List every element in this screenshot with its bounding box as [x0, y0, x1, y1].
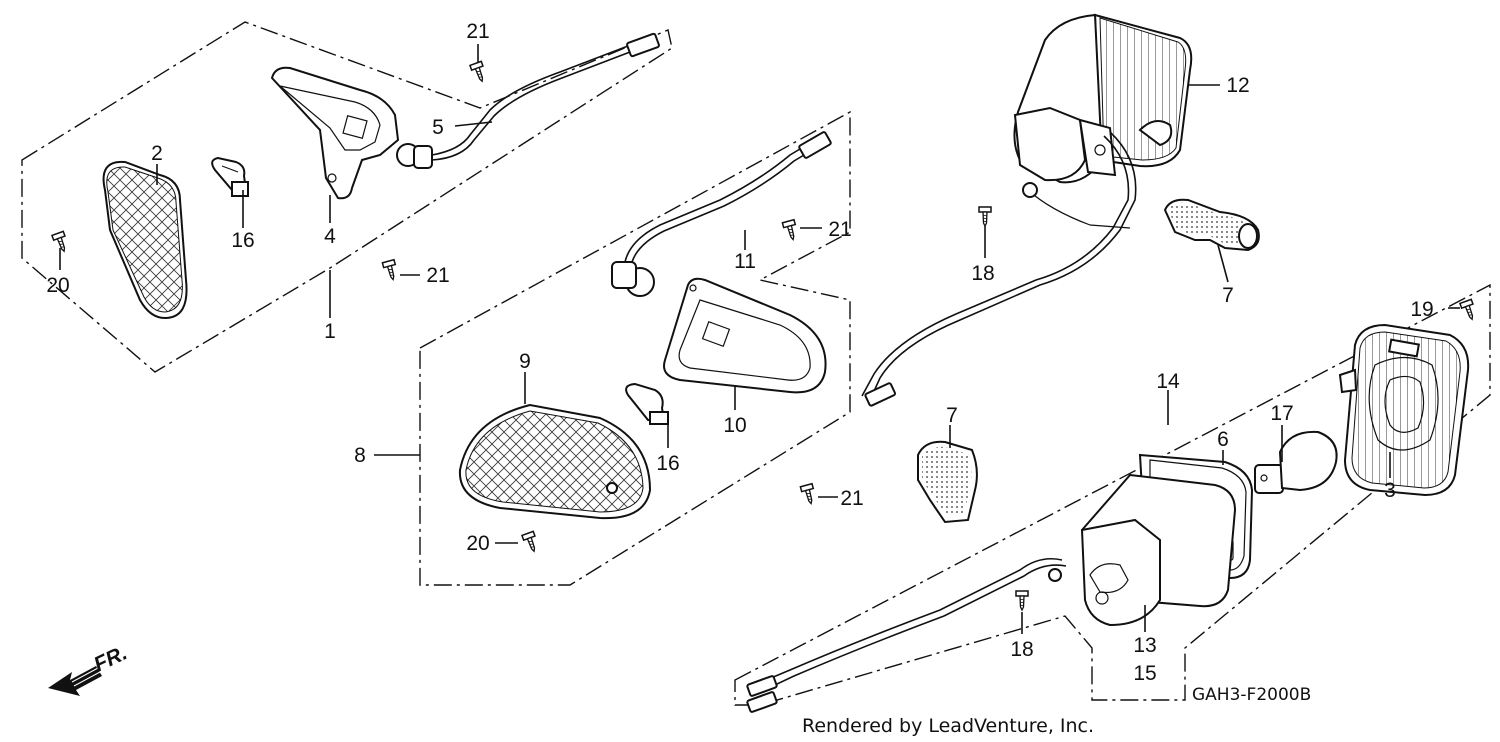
callout-8: 8 — [354, 444, 366, 467]
screw-part — [1015, 590, 1029, 611]
drawing-code: GAH3-F2000B — [1192, 685, 1311, 705]
callout-7: 7 — [946, 404, 958, 427]
callout-11: 11 — [734, 250, 756, 273]
tail-light-upper-group — [861, 13, 1193, 407]
screw-part — [51, 230, 71, 255]
front-direction-indicator: FR. — [48, 641, 131, 696]
callout-13: 13 — [1133, 634, 1156, 657]
lens-part — [1338, 323, 1470, 497]
housing-part — [663, 277, 827, 394]
bulb-part — [1254, 430, 1338, 494]
callout-12: 12 — [1226, 74, 1249, 97]
callout-9: 9 — [519, 350, 531, 373]
lens-part — [102, 160, 188, 320]
callout-5: 5 — [432, 116, 444, 139]
callout-2: 2 — [151, 142, 163, 165]
callout-18: 18 — [1010, 638, 1033, 661]
callout-21: 21 — [466, 20, 489, 43]
housing-part — [270, 66, 400, 200]
callout-16: 16 — [656, 452, 679, 475]
wire-harness-part — [611, 131, 832, 297]
rubber-grommet-part — [1163, 198, 1260, 252]
callout-3: 3 — [1384, 479, 1396, 502]
bulb-part — [625, 382, 669, 425]
wire-harness-part — [396, 32, 660, 169]
bulb-part — [211, 156, 249, 197]
screw-part — [799, 482, 818, 506]
render-credit: Rendered by LeadVenture, Inc. — [802, 715, 1094, 737]
screw-part — [469, 60, 489, 85]
callout-21: 21 — [426, 264, 449, 287]
front-right-turn-signal-group — [419, 110, 851, 586]
screw-part — [1459, 298, 1479, 323]
callout-1: 1 — [324, 320, 336, 343]
callout-21: 21 — [828, 218, 851, 241]
screw-part — [521, 530, 541, 555]
callout-16: 16 — [231, 229, 254, 252]
callout-17: 17 — [1270, 402, 1293, 425]
callout-6: 6 — [1217, 428, 1229, 451]
callout-15: 15 — [1133, 662, 1156, 685]
callout-labels: 2 16 4 5 21 20 21 1 9 8 16 10 11 21 21 2… — [46, 20, 1433, 685]
callout-19: 19 — [1410, 298, 1433, 321]
rubber-grommet-part — [917, 440, 978, 524]
callout-7: 7 — [1222, 284, 1234, 307]
front-left-turn-signal-group — [21, 21, 673, 373]
leader-lines — [59, 44, 1460, 634]
screw-part — [978, 206, 992, 227]
callout-20: 20 — [466, 532, 489, 555]
callout-18: 18 — [971, 262, 994, 285]
callout-10: 10 — [723, 414, 746, 437]
callout-4: 4 — [324, 225, 336, 248]
callout-20: 20 — [46, 274, 69, 297]
callout-21: 21 — [840, 487, 863, 510]
tail-light-lower-group — [734, 283, 1491, 713]
lens-part — [458, 403, 652, 520]
screw-part — [781, 218, 800, 242]
screw-part — [381, 258, 400, 282]
callout-14: 14 — [1156, 370, 1180, 393]
